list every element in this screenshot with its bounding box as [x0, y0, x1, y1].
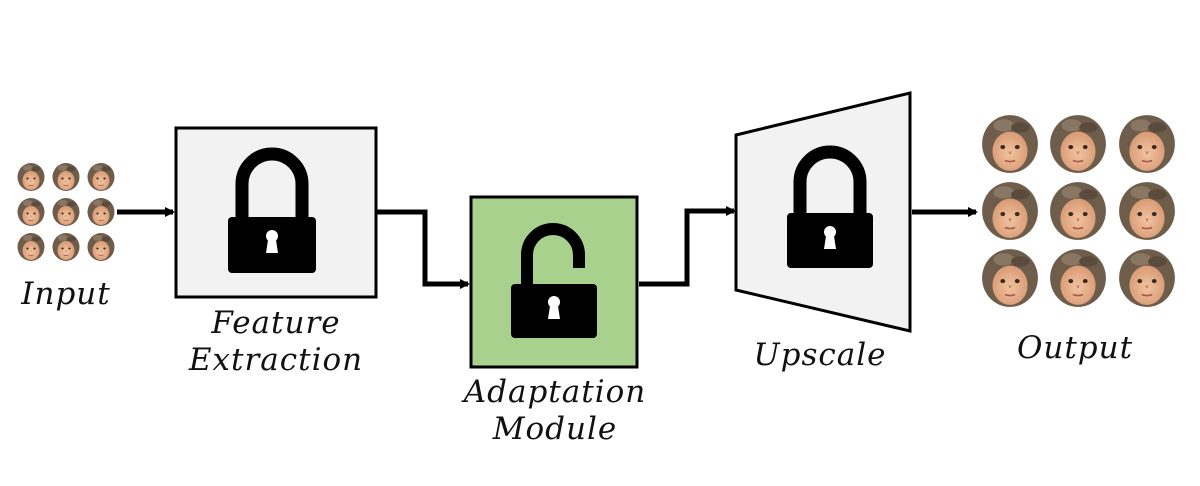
- output-label: Output: [990, 330, 1160, 367]
- input-label: Input: [0, 276, 132, 313]
- arrow-adaptation-to-upscale: [639, 206, 736, 287]
- adaptation-label-line2: Module: [492, 410, 618, 447]
- arrow-feature-to-adaptation: [377, 209, 470, 289]
- adaptation-label-line1: Adaptation: [463, 374, 647, 410]
- unlock-icon: [511, 223, 597, 338]
- feature-label-line2: Extraction: [188, 341, 364, 378]
- output-label-text: Output: [1016, 330, 1134, 366]
- lock-icon: [228, 147, 316, 273]
- upscale-label-text: Upscale: [753, 337, 887, 373]
- feature-extraction-label: Feature Extraction: [166, 305, 386, 378]
- input-image-grid: [16, 162, 116, 262]
- input-label-text: Input: [21, 276, 111, 312]
- adaptation-module-label: Adaptation Module: [430, 374, 680, 447]
- lock-icon: [787, 145, 873, 268]
- upscale-block: [734, 91, 912, 333]
- upscale-label: Upscale: [730, 337, 910, 374]
- adaptation-module-block: [469, 195, 639, 369]
- feature-label-line1: Feature: [211, 305, 341, 341]
- output-image-grid: [979, 113, 1178, 309]
